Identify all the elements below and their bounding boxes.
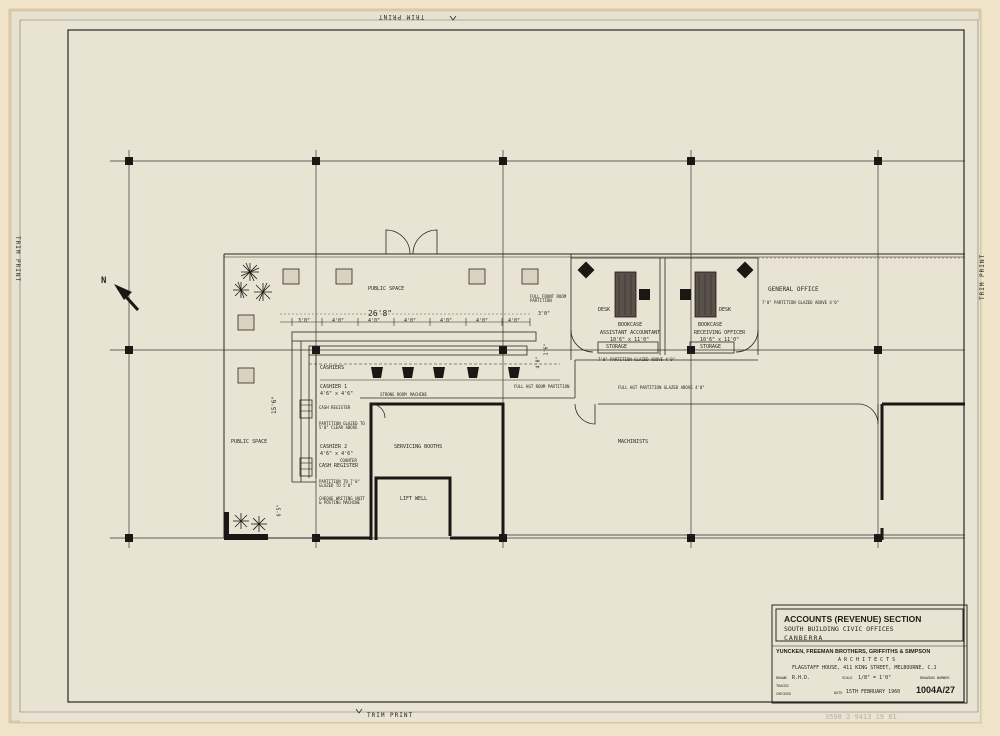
bookcase-1-label: BOOKCASE (618, 322, 643, 328)
desk-1-label: DESK (598, 307, 611, 313)
dimension-7: 4'0" (508, 318, 521, 324)
trim-label-left: TRIM PRINT (14, 236, 21, 283)
assistant-accountant-size: 10'6" x 11'0" (610, 337, 650, 343)
cash-register-label: CASH REGISTER (319, 405, 351, 410)
full-ht-room-partition-label: FULL HGT ROOM PARTITION (514, 384, 570, 389)
title-block-address: FLAGSTAFF HOUSE, 411 KING STREET, MELBOU… (792, 665, 937, 671)
general-office-label: GENERAL OFFICE (768, 286, 819, 293)
cheque-writing-unit-label: CHEQUE WRITING UNIT & POSTING MACHINE (319, 496, 365, 505)
storage-2-label: STORAGE (700, 344, 722, 350)
storage-1-label: STORAGE (606, 344, 628, 350)
assistant-accountant-label: ASSISTANT ACCOUNTANT (600, 330, 661, 336)
archive-stamp: 3598 2 9413 19 81 (825, 713, 897, 721)
partition-glazed-2-label: 7'0" PARTITION GLAZED ABOVE 4'0" (598, 357, 676, 362)
strong-room-label: STRONG ROOM (380, 392, 407, 397)
dimension-right-2: 1'6" (543, 343, 550, 356)
partition-glazed-1-label: 7'0" PARTITION GLAZED ABOVE 4'0" (762, 300, 840, 305)
servicing-booths-label: SERVICING BOOTHS (394, 444, 443, 450)
dimension-1: 3'0" (298, 318, 311, 324)
dimension-8: 3'0" (538, 311, 551, 317)
dimension-right-1: 4'0" (535, 356, 542, 369)
full-front-room-partition-label: FULL FRONT ROOM PARTITION (530, 294, 567, 303)
full-ht-partition-glazed-label: FULL HGT PARTITION GLAZED ABOVE 4'0" (618, 385, 705, 390)
trim-label-bottom: TRIM PRINT (367, 712, 414, 719)
title-block-architects: A R C H I T E C T S (838, 657, 896, 663)
title-block-firm: YUNCKEN, FREEMAN BROTHERS, GRIFFITHS & S… (776, 649, 931, 655)
title-block-drawn-label: DRAWN (776, 676, 787, 680)
title-block-date-value: 15TH FEBRUARY 1960 (846, 689, 901, 695)
dimension-side-2: 6'5" (276, 504, 283, 517)
title-block-subtitle: SOUTH BUILDING CIVIC OFFICES (784, 625, 894, 633)
dimension-6: 4'0" (476, 318, 489, 324)
counter-label: COUNTER (340, 458, 357, 463)
dimension-side-1: 15'6" (271, 395, 279, 415)
cashier-2-label: CASHIER 2 (320, 444, 348, 450)
dimension-3: 4'0" (368, 318, 381, 324)
dimension-overall: 26'8" (368, 309, 393, 318)
desk-2-label: DESK (719, 307, 732, 313)
title-block-traced-label: TRACED (776, 684, 789, 688)
machinists-label: MACHINISTS (618, 439, 649, 445)
title-block-drawn-value: R.H.D. (792, 675, 811, 681)
title-block-drawing-number: 1004A/27 (916, 685, 956, 695)
north-label: N (101, 276, 107, 286)
bookcase-2-label: BOOKCASE (698, 322, 723, 328)
dimension-5: 4'0" (440, 318, 453, 324)
title-block-drawing-number-label: DRAWING NUMBER (920, 676, 950, 680)
dimension-4: 4'0" (404, 318, 417, 324)
cashier-1-size: 4'6" x 4'6" (320, 391, 354, 397)
cash-register-2-label: CASH REGISTER (319, 463, 359, 469)
lift-well-label: LIFT WELL (400, 496, 428, 502)
title-block-title: ACCOUNTS (REVENUE) SECTION (784, 614, 922, 624)
receiving-officer-label: RECEIVING OFFICER (694, 330, 746, 336)
receiving-officer-size: 10'6" x 11'0" (700, 337, 740, 343)
title-block-scale-value: 1/8" = 1'0" (858, 675, 892, 681)
dimension-2: 4'0" (332, 318, 345, 324)
partition-glazed-above-label: PARTITION GLAZED TO 5'0" CLEAR ABOVE (319, 421, 365, 430)
title-block-checked-label: CHECKED (776, 692, 791, 696)
machine-label: MACHINE (410, 392, 427, 397)
public-space-top-label: PUBLIC SPACE (368, 286, 405, 292)
cashier-2-size: 4'6" x 4'6" (320, 451, 354, 457)
title-block-city: CANBERRA (784, 634, 824, 642)
title-block-date-label: DATE (834, 691, 843, 695)
cashier-1-label: CASHIER 1 (320, 384, 348, 390)
public-space-left-label: PUBLIC SPACE (231, 439, 268, 445)
north-arrow (114, 284, 140, 312)
trim-label-top: TRIM PRINT (378, 13, 425, 20)
cashiers-label: CASHIERS (320, 365, 345, 371)
partition-to-clear-label: PARTITION TO 7'0" GLAZED TO 5'0" (319, 479, 360, 488)
title-block-scale-label: SCALE (842, 676, 853, 680)
trim-label-right: TRIM PRINT (979, 253, 986, 300)
